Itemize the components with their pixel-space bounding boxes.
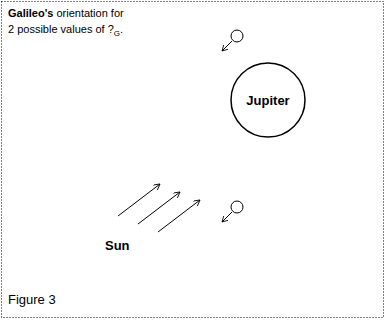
- sunlight-arrows: [118, 184, 200, 232]
- figure-caption: Figure 3: [8, 292, 56, 307]
- orientation-note: Galileo'sorientation for 2 possible value…: [8, 5, 124, 42]
- dotted-frame: [2, 2, 384, 318]
- note-text: 2 possible values of ?: [8, 23, 114, 35]
- spacecraft-icon: [222, 30, 243, 51]
- note-text: orientation for: [56, 7, 123, 19]
- subscript-text: G: [114, 29, 120, 38]
- planet-name: Jupiter: [246, 93, 289, 108]
- planet-circle: Jupiter: [230, 62, 306, 138]
- sun-label: Sun: [105, 238, 130, 253]
- note-text: Galileo's: [8, 7, 53, 19]
- note-text: .: [120, 23, 123, 35]
- spacecraft-icon: [222, 201, 243, 222]
